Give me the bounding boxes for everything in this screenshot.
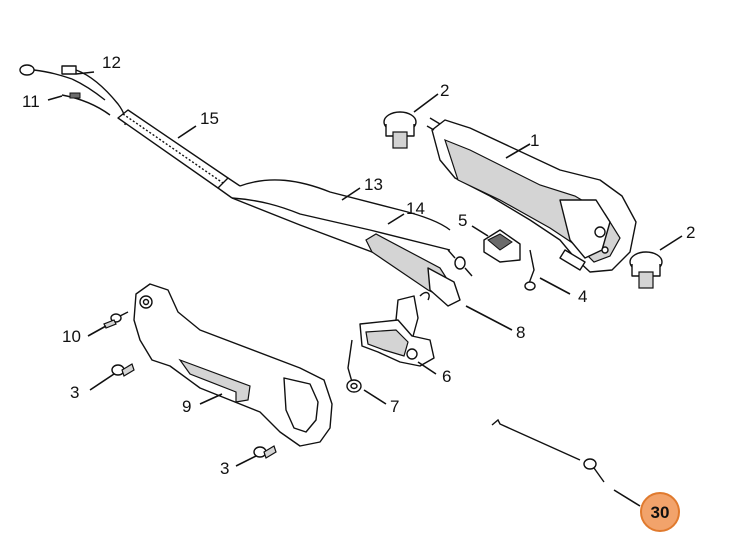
screw-3-upper bbox=[111, 363, 135, 377]
throttle-trigger bbox=[365, 233, 461, 307]
label-7: 7 bbox=[390, 397, 399, 416]
trigger-spring bbox=[447, 249, 473, 277]
clamp-left bbox=[383, 111, 417, 149]
interlock-lever bbox=[359, 295, 435, 367]
switch-spring bbox=[524, 249, 536, 291]
label-11: 11 bbox=[22, 92, 40, 111]
label-8: 8 bbox=[516, 323, 525, 342]
part-30-wire bbox=[491, 418, 605, 483]
slide-switch bbox=[483, 229, 521, 263]
label-30: 30 bbox=[651, 503, 670, 522]
label-12: 12 bbox=[102, 53, 121, 72]
label-3-lower: 3 bbox=[220, 459, 229, 478]
screw-3-lower bbox=[253, 445, 277, 459]
handle-housing bbox=[426, 117, 637, 273]
label-4: 4 bbox=[578, 287, 587, 306]
label-2-right: 2 bbox=[686, 223, 695, 242]
label-13: 13 bbox=[364, 175, 383, 194]
label-14: 14 bbox=[406, 199, 425, 218]
torsion-spring bbox=[346, 339, 362, 393]
leader-lines bbox=[47, 71, 683, 507]
clamp-right bbox=[629, 251, 663, 289]
label-6: 6 bbox=[442, 367, 451, 386]
label-10: 10 bbox=[62, 327, 81, 346]
label-5: 5 bbox=[458, 211, 467, 230]
handle-shell bbox=[133, 283, 333, 447]
label-15: 15 bbox=[200, 109, 219, 128]
label-1: 1 bbox=[530, 131, 539, 150]
cable-spring bbox=[117, 109, 241, 199]
highlight-badge-circle bbox=[640, 492, 680, 532]
highlight-badge-30[interactable]: 30 bbox=[640, 492, 680, 532]
label-3-upper: 3 bbox=[70, 383, 79, 402]
label-9: 9 bbox=[182, 397, 191, 416]
label-2-top: 2 bbox=[440, 81, 449, 100]
screw-10 bbox=[103, 311, 129, 329]
wiring-harness-terminals bbox=[19, 64, 126, 126]
